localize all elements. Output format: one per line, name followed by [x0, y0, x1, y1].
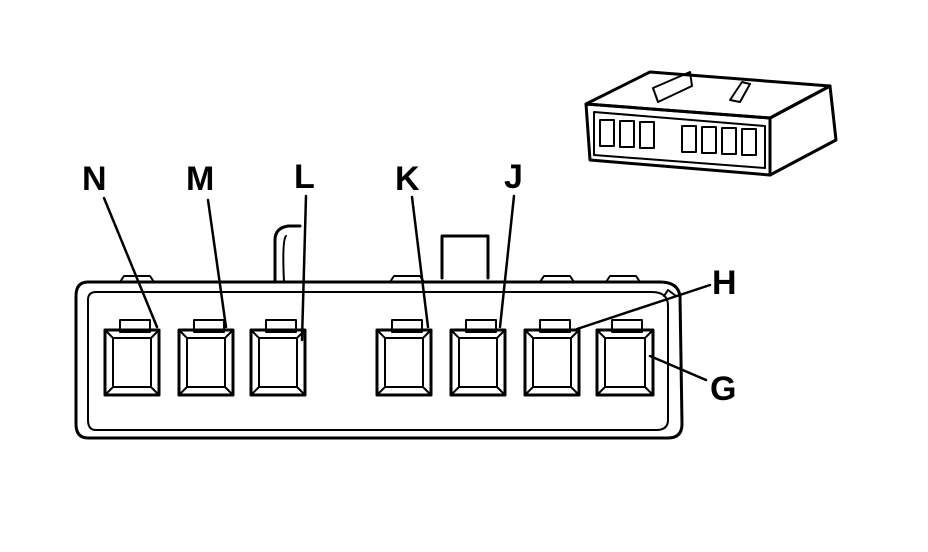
- pin-labels: N M L K J H G: [82, 158, 737, 408]
- cavity-j: [449, 319, 507, 397]
- pin-label-h: H: [712, 264, 737, 302]
- pin-label-l: L: [294, 158, 315, 196]
- cavity-n: [103, 319, 161, 397]
- pin-label-n: N: [82, 160, 107, 198]
- pin-label-m: M: [186, 160, 214, 198]
- leader-k: [410, 195, 430, 329]
- pin-label-k: K: [395, 160, 420, 198]
- leader-lines: [102, 194, 712, 382]
- leader-n: [102, 196, 159, 329]
- cavity-k: [375, 319, 433, 397]
- connector-isometric-view: [584, 70, 838, 177]
- cavity-l: [249, 319, 307, 397]
- leader-j: [498, 194, 516, 329]
- connector-face-view: [74, 224, 684, 440]
- pin-label-g: G: [710, 370, 736, 408]
- leader-g: [648, 354, 708, 382]
- leader-h: [575, 283, 712, 331]
- cavity-m: [177, 319, 235, 397]
- cavity-g: [595, 319, 655, 397]
- cavity-h: [523, 319, 581, 397]
- pin-label-j: J: [504, 158, 523, 196]
- leader-m: [206, 198, 228, 329]
- leader-l: [300, 194, 308, 342]
